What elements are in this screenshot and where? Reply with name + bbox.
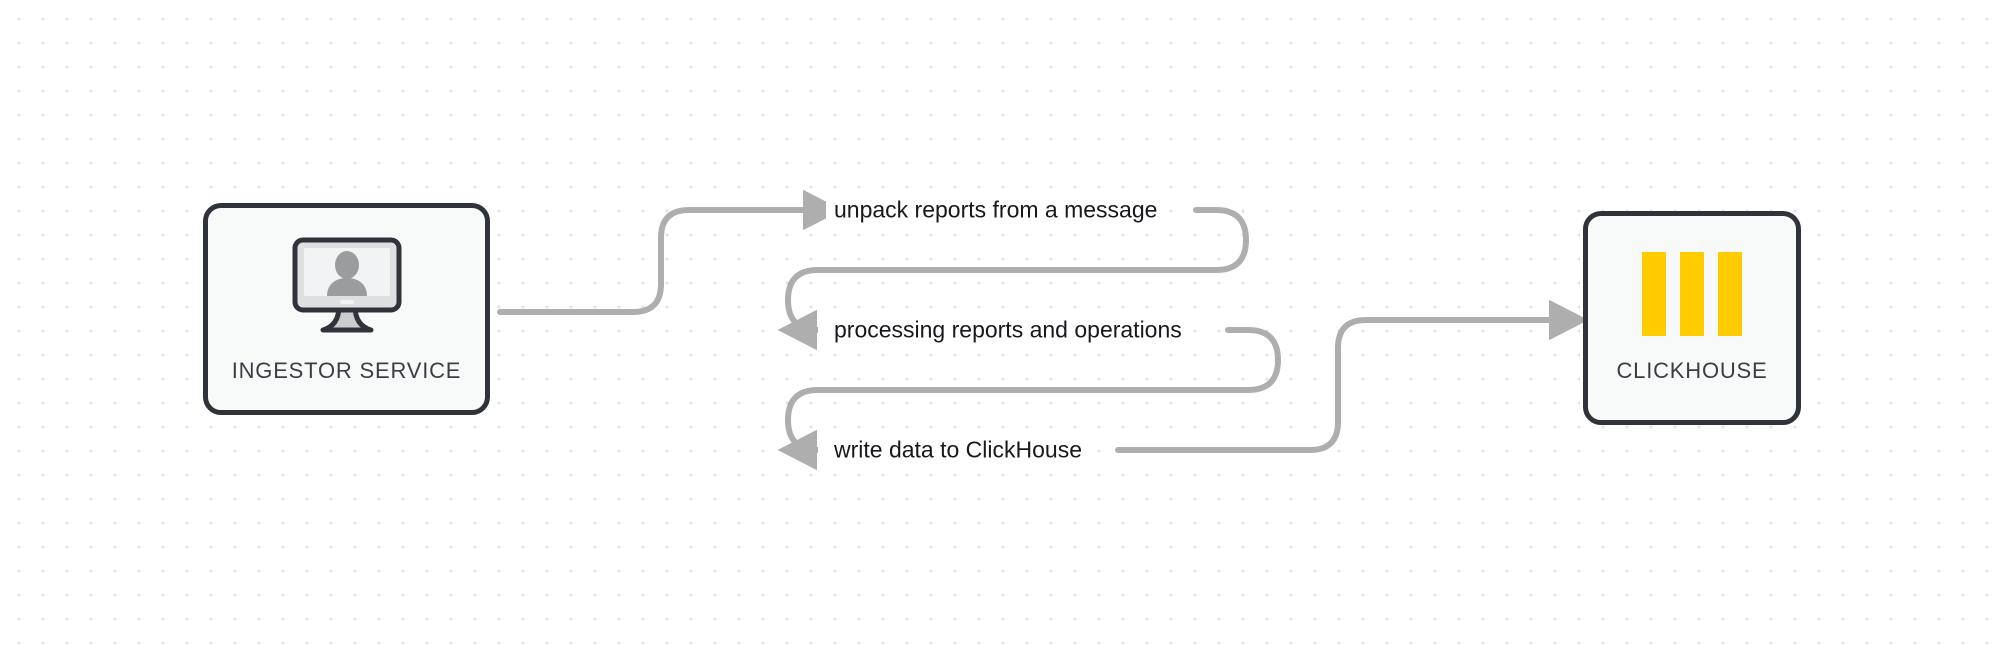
monitor-user-icon: [289, 234, 405, 338]
clickhouse-bar-3: [1718, 252, 1742, 336]
edge-step2-to-step3: [777, 327, 1282, 471]
node-clickhouse[interactable]: CLICKHOUSE: [1583, 211, 1801, 425]
edge-label-backdrop: [826, 195, 1165, 225]
edge-step1-to-step2: [777, 207, 1250, 351]
edge-label-step-1: unpack reports from a message: [834, 196, 1158, 223]
clickhouse-bar-1: [1642, 252, 1666, 336]
edge-ingestor-to-step1: [497, 189, 843, 315]
edge-label-backdrop: [826, 315, 1190, 345]
edge-label-step-3: write data to ClickHouse: [834, 436, 1082, 463]
edge-step3-to-clickhouse: [1115, 299, 1589, 453]
node-ingestor-service-label: INGESTOR SERVICE: [231, 358, 462, 383]
clickhouse-bars-icon: [1642, 252, 1742, 336]
clickhouse-bar-2: [1680, 252, 1704, 336]
node-ingestor-service[interactable]: INGESTOR SERVICE: [203, 203, 490, 415]
node-clickhouse-label: CLICKHOUSE: [1616, 358, 1768, 383]
edge-label-backdrop: [826, 435, 1090, 465]
edge-label-step-2: processing reports and operations: [834, 316, 1182, 343]
